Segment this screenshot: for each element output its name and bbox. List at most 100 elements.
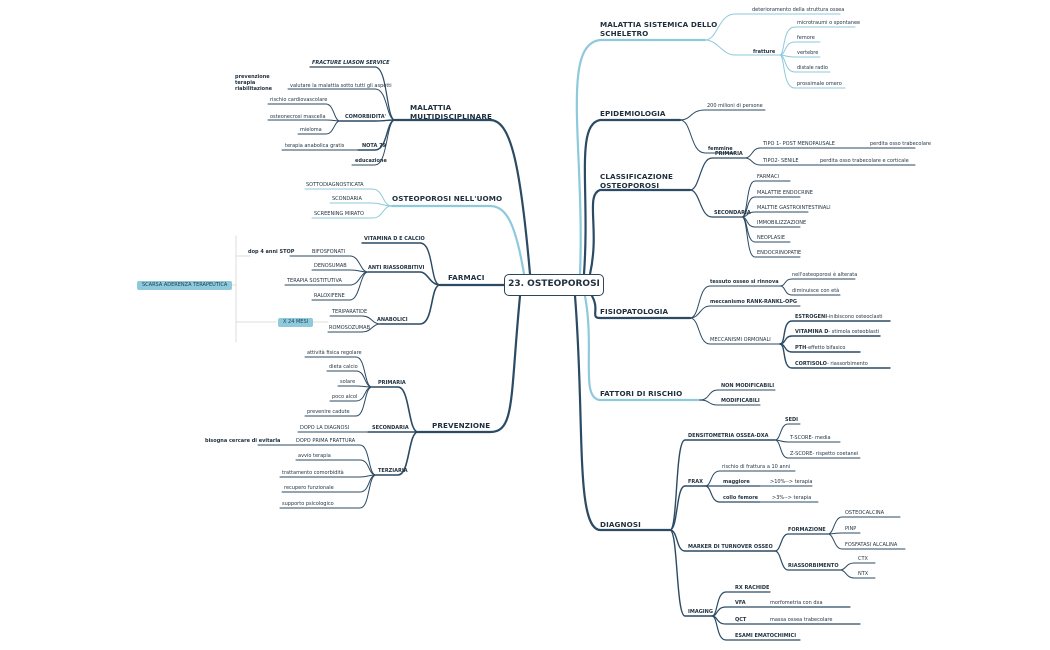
root-node[interactable]: 23. OSTEOPOROSI [504, 274, 604, 296]
leaf-sec-0: FARMACI [757, 174, 779, 180]
leaf-ria-1: NTX [858, 571, 869, 577]
leaf-fattori-1: MODIFICABILI [721, 398, 760, 404]
leaf-anti-1: DENOSUMAB [314, 263, 347, 269]
leaf-ria-0: CTX [858, 556, 868, 562]
leaf-qct-note: massa ossea trabecolare [770, 617, 833, 623]
branch-fisiopatologia[interactable]: FISIOPATOLOGIA [600, 307, 669, 316]
leaf-sec-4: NEOPLASIE [757, 235, 785, 241]
leaf-anti-2: TERAPIA SOSTITUTIVA [287, 278, 342, 284]
leaf-frattura-1: vertebre [797, 50, 819, 56]
cortisolo-note: - riassorbimento [826, 361, 868, 367]
leaf-sec-1: MALATTIE ENDOCRINE [757, 190, 813, 196]
node-prev-primaria[interactable]: PRIMARIA [378, 380, 406, 386]
vitd-label: VITAMINA D [795, 329, 829, 335]
leaf-sec-3: IMMOBILIZZAZIONE [757, 220, 807, 226]
node-comorbidita[interactable]: COMORBIDITA' [345, 114, 387, 120]
leaf-prima-frattura-note: bisogna cercare di evitarla [205, 438, 281, 444]
leaf-anti-3: RALOXIFENE [314, 293, 345, 299]
node-dxa[interactable]: DENSITOMETRIA OSSEA-DXA [688, 433, 769, 439]
leaf-frax-rischio: rischio di frattura a 10 anni [722, 464, 791, 470]
node-primaria[interactable]: PRIMARIA [715, 151, 743, 157]
node-nota79[interactable]: NOTA 79 [362, 143, 387, 149]
node-ormonali[interactable]: MECCANISMI ORMONALI [710, 337, 771, 343]
node-prev-secondaria[interactable]: SECONDARIA [372, 425, 409, 431]
leaf-sec-5: ENDOCRINOPATIE [757, 250, 802, 256]
leaf-esami: ESAMI EMATOCHIMICI [735, 633, 797, 639]
leaf-collo-note: >3%--> terapia [772, 495, 812, 501]
branch-fattori[interactable]: FATTORI DI RISCHIO [600, 389, 683, 398]
node-fratture[interactable]: fratture [753, 49, 776, 55]
pth-label: PTH [795, 345, 807, 351]
leaf-prev-0: attività fisica regolare [307, 350, 362, 356]
leaf-dxa-2: Z-SCORE- rispetto coetanei [790, 451, 859, 457]
leaf-terz-3: supporto psicologico [282, 501, 334, 507]
leaf-tessuto-0: nell'osteoporosi è alterata [792, 272, 858, 278]
branch-uomo[interactable]: OSTEOPOROSI NELL'UOMO [392, 194, 503, 203]
node-marker[interactable]: MARKER DI TURNOVER OSSEO [688, 544, 773, 550]
leaf-prev-3: poco alcol [332, 394, 358, 400]
branch-farmaci[interactable]: FARMACI [448, 273, 485, 282]
leaf-prev-sec: DOPO LA DIAGNOSI [300, 425, 350, 431]
leaf-tipo1: TIPO 1- POST MENOPAUSALE [763, 141, 835, 147]
leaf-anab-1: ROMOSOZUMAB [329, 325, 371, 331]
node-imaging[interactable]: IMAGING [688, 609, 713, 615]
branch-classificazione[interactable]: CLASSIFICAZIONE OSTEOPOROSI [600, 172, 673, 190]
branch-multidisciplinare[interactable]: MALATTIA MULTIDISCIPLINARE [410, 103, 492, 121]
leaf-dxa-0: SEDI [785, 417, 799, 423]
node-tessuto[interactable]: tessuto osseo si rinnova [710, 279, 779, 285]
leaf-form-1: PINP [845, 526, 857, 532]
leaf-microtraumi: microtraumi o spontanee [797, 20, 861, 26]
leaf-terz-1: trattamento comorbidità [282, 470, 344, 476]
node-anti[interactable]: ANTI RIASSORBITIVI [368, 265, 425, 271]
leaf-form-0: OSTEOCALCINA [845, 510, 885, 516]
branch-malattia-sistemica[interactable]: MALATTIA SISTEMICA DELLO SCHELETRO [600, 20, 718, 38]
node-formazione[interactable]: FORMAZIONE [788, 527, 826, 533]
node-vitd-calcio[interactable]: VITAMINA D E CALCIO [364, 236, 425, 242]
tag-24-mesi[interactable]: X 24 MESI [278, 318, 314, 327]
node-prev-terziaria[interactable]: TERZIARIA [378, 468, 408, 474]
leaf-prima-frattura: DOPO PRIMA FRATTURA [296, 438, 356, 444]
leaf-uomo-1: SCONDARIA [332, 196, 362, 202]
leaf-nota79-note: terapia anabolica gratis [285, 143, 345, 149]
leaf-epi-1: femmine [708, 146, 733, 152]
leaf-rx: RX RACHIDE [735, 585, 770, 591]
node-secondaria[interactable]: SECONDARIA [714, 210, 751, 216]
cortisolo-label: CORTISOLO [795, 361, 827, 367]
estrogeni-note: -inibiscono osteoclasti [827, 314, 883, 320]
leaf-dxa-1: T-SCORE- media [790, 435, 831, 441]
node-frax[interactable]: FRAX [688, 479, 703, 485]
leaf-comorb-1: osteonecrosi mascella [270, 114, 326, 120]
leaf-prev-2: solare [340, 379, 356, 385]
leaf-pth: PTH-effetto bifasico [795, 346, 845, 351]
branch-epidemiologia[interactable]: EPIDEMIOLOGIA [600, 109, 666, 118]
vitd-note: - stimola osteoblasti [828, 329, 880, 335]
node-fls[interactable]: FRACTURE LIASON SERVICE [312, 60, 390, 66]
leaf-cortisolo: CORTISOLO- riassorbimento [795, 362, 868, 367]
node-rank[interactable]: meccanismo RANK-RANKL-OPG [710, 299, 798, 305]
node-collo[interactable]: collo femore [723, 495, 759, 501]
leaf-uomo-2: SCREENING MIRATO [314, 211, 364, 217]
branch-diagnosi[interactable]: DIAGNOSI [600, 520, 641, 529]
leaf-vfa-note: morfometria con dxa [770, 600, 823, 606]
leaf-prev-1: dieta calcio [329, 364, 358, 370]
leaf-prev-4: prevenire cadute [307, 409, 350, 415]
leaf-frattura-2: distale radio [797, 65, 828, 71]
leaf-valutare: valutare la malattia sotto tutti gli asp… [290, 83, 392, 89]
leaf-educazione: educazione [355, 158, 387, 164]
leaf-sec-2: MALTTIE GASTROINTESTINALI [757, 205, 831, 211]
leaf-vfa: VFA [735, 600, 746, 606]
leaf-comorb-2: mieloma [300, 127, 322, 133]
node-maggiore[interactable]: maggiore [723, 479, 750, 485]
leaf-terz-2: recupero funzionale [284, 485, 334, 491]
pth-note: -effetto bifasico [806, 345, 846, 351]
node-anabolici[interactable]: ANABOLICI [377, 317, 408, 323]
leaf-frattura-3: prossimale omero [797, 81, 842, 87]
leaf-bifo-note: dop 4 anni STOP [248, 249, 295, 255]
leaf-epi-0: 200 milioni di persone [707, 103, 763, 109]
leaf-uomo-0: SOTTODIAGNOSTICATA [306, 182, 364, 188]
branch-prevenzione[interactable]: PREVENZIONE [432, 421, 491, 430]
tag-aderenza[interactable]: SCARSA ADERENZA TERAPEUTICA [137, 281, 233, 290]
node-riassorbimento[interactable]: RIASSORBIMENTO [788, 563, 839, 569]
